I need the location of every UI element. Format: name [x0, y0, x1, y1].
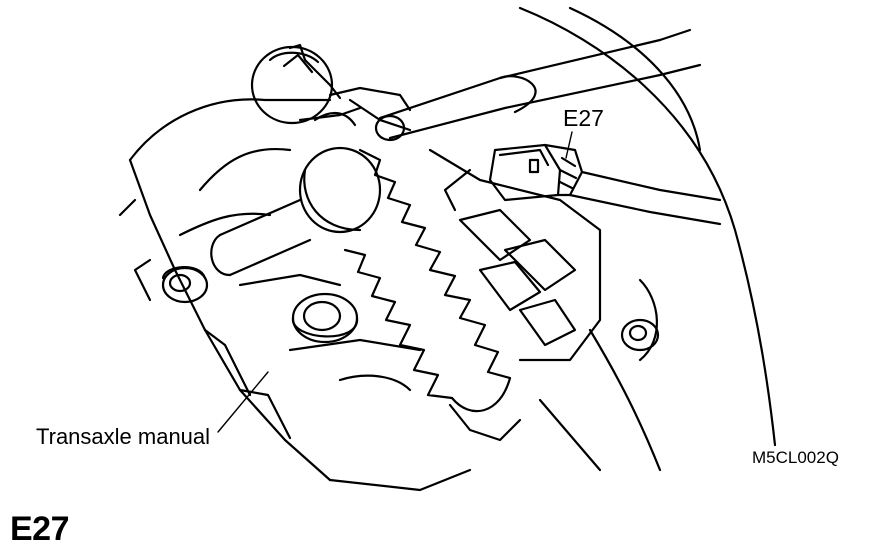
transaxle-housing [118, 98, 472, 492]
control-cable [374, 28, 702, 142]
e27-connector [488, 143, 722, 226]
left-mounting-bolt [161, 266, 209, 304]
body-contour [518, 6, 777, 472]
center-mounting-boss [291, 292, 359, 344]
connector-heading: E27 [10, 510, 70, 548]
ball-socket-joint [210, 146, 382, 277]
figure-code-label: M5CL002Q [752, 448, 839, 467]
transaxle-leader-line [217, 371, 269, 433]
e27-leader-line [565, 131, 573, 159]
leader-lines [217, 131, 573, 433]
pivot-knob [250, 43, 362, 125]
transaxle-callout-label: Transaxle manual [36, 424, 211, 449]
shift-lever-arm [313, 86, 412, 132]
connector-callout-label: E27 [563, 105, 604, 131]
ribbed-casting [428, 148, 602, 362]
corrugated-boot [343, 148, 522, 442]
